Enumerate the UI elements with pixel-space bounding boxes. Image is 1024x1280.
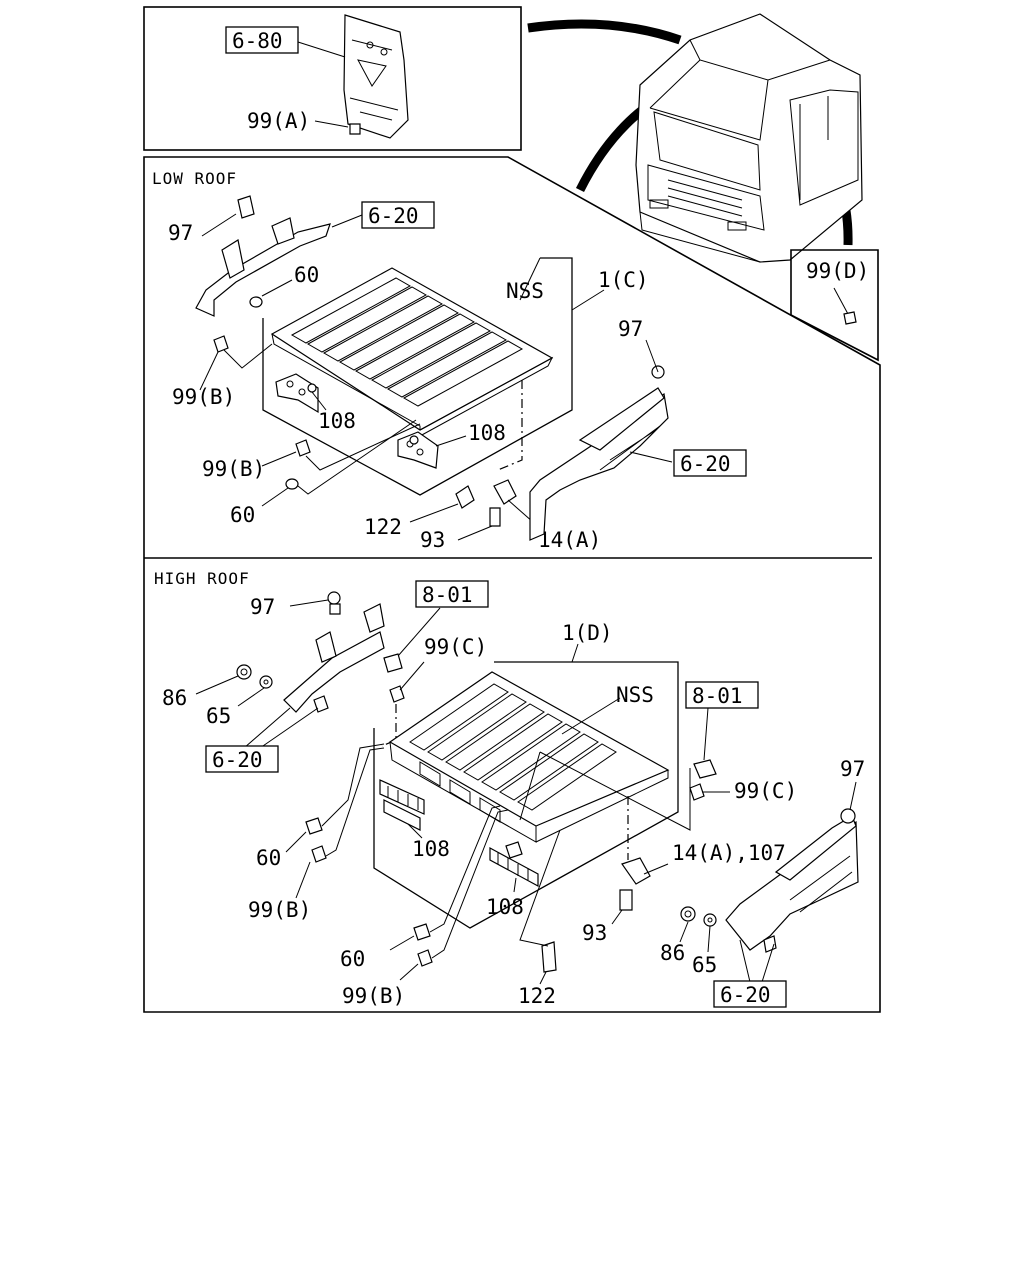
part-label-r620-high-bottom: 6-20 <box>720 983 771 1007</box>
part-label-high-86-left: 86 <box>162 686 187 710</box>
part-label-high-1d: 1(D) <box>562 621 613 645</box>
part-label-high-65-right: 65 <box>692 953 717 977</box>
part-label-inset-99d: 99(D) <box>806 259 869 283</box>
part-label-high-65-left: 65 <box>206 704 231 728</box>
part-label-high-14a-107: 14(A),107 <box>672 841 786 865</box>
part-label-r620-low-top: 6-20 <box>368 204 419 228</box>
label-99a: 99(A) <box>247 109 310 133</box>
part-label-low-122: 122 <box>364 515 402 539</box>
ref-6-20-low-right[interactable]: 6-20 <box>673 449 747 477</box>
high-roof-section: HIGH ROOF 97 86 65 6-20 8-01 9 <box>154 569 865 1008</box>
section-title-low-roof: LOW ROOF <box>152 169 237 188</box>
inset-bracket-panel: 6-80 99(A) <box>143 6 522 151</box>
part-label-low-97-left: 97 <box>168 221 193 245</box>
part-label-high-nss: NSS <box>616 683 654 707</box>
part-label-high-99b-top: 99(B) <box>248 898 311 922</box>
part-label-high-99b-bottom: 99(B) <box>342 984 405 1008</box>
part-label-r801-b: 8-01 <box>692 684 743 708</box>
part-label-high-97-right: 97 <box>840 757 865 781</box>
part-label-r680: 6-80 <box>232 29 283 53</box>
ref-6-80[interactable]: 6-80 <box>225 26 299 54</box>
ref-8-01-right[interactable]: 8-01 <box>685 681 759 709</box>
part-label-low-14a: 14(A) <box>538 528 601 552</box>
part-label-low-93: 93 <box>420 528 445 552</box>
part-label-low-108-left: 108 <box>318 409 356 433</box>
part-label-r620-high-left: 6-20 <box>212 748 263 772</box>
inset-99d: 99(D) <box>790 249 879 362</box>
part-label-low-1c: 1(C) <box>598 268 649 292</box>
ref-6-20-high-bottom[interactable]: 6-20 <box>713 980 787 1008</box>
part-label-high-60-bottom: 60 <box>340 947 365 971</box>
part-label-high-97-left: 97 <box>250 595 275 619</box>
part-label-high-60-top: 60 <box>256 846 281 870</box>
part-label-r801-a: 8-01 <box>422 583 473 607</box>
truck-cab-illustration <box>527 13 863 263</box>
part-label-r620-low-right: 6-20 <box>680 452 731 476</box>
part-label-low-60-top: 60 <box>294 263 319 287</box>
part-label-low-99b-top: 99(B) <box>172 385 235 409</box>
part-label-high-108-left: 108 <box>412 837 450 861</box>
part-label-low-nss: NSS <box>506 279 544 303</box>
low-roof-section: LOW ROOF 99(D) 97 6-20 60 <box>143 156 881 1013</box>
part-label-low-60-bottom: 60 <box>230 503 255 527</box>
part-label-high-99c-top: 99(C) <box>424 635 487 659</box>
ref-8-01-top[interactable]: 8-01 <box>415 580 489 608</box>
part-label-high-93: 93 <box>582 921 607 945</box>
ref-6-20-low-top[interactable]: 6-20 <box>361 201 435 229</box>
part-label-low-99b-bottom: 99(B) <box>202 457 265 481</box>
part-label-high-99c-right: 99(C) <box>734 779 797 803</box>
part-label-low-108-right: 108 <box>468 421 506 445</box>
part-label-high-122: 122 <box>518 984 556 1008</box>
ref-6-20-high-left[interactable]: 6-20 <box>205 745 279 773</box>
section-title-high-roof: HIGH ROOF <box>154 569 250 588</box>
part-label-low-97-right: 97 <box>618 317 643 341</box>
part-label-high-108-right: 108 <box>486 895 524 919</box>
part-label-high-86-right: 86 <box>660 941 685 965</box>
